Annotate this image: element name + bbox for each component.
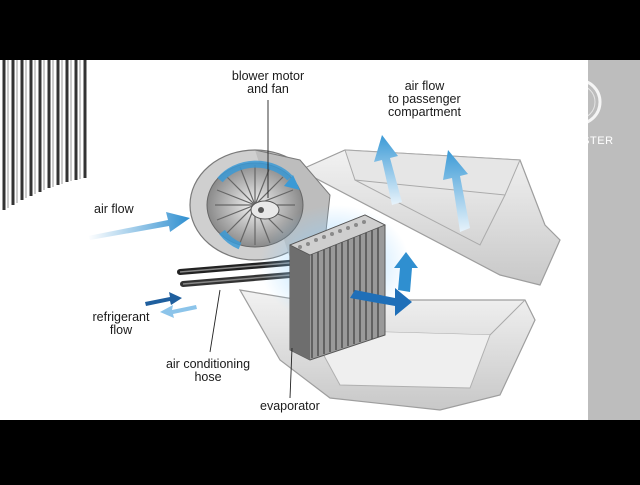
evaporator-core	[289, 214, 386, 361]
passenger-airflow-label-line2: to passenger	[388, 92, 461, 106]
refrigerant-label: refrigerant flow	[82, 311, 160, 337]
passenger-airflow-arrow-2	[443, 150, 470, 232]
refrigerant-label-line1: refrigerant	[92, 310, 150, 324]
radiator-grille	[0, 60, 90, 210]
letterbox-top	[0, 0, 640, 60]
hose-label: air conditioning hose	[152, 358, 264, 384]
watermark-text: KINEMASTER	[537, 135, 614, 147]
blower-label: blower motor and fan	[218, 70, 318, 96]
passenger-airflow-label-line3: compartment	[388, 105, 461, 119]
evaporator-airflow-arrow	[350, 288, 412, 316]
passenger-airflow-label: air flow to passenger compartment	[372, 80, 477, 119]
hose-label-line2: hose	[194, 370, 222, 384]
evaporator-label: evaporator	[260, 399, 320, 413]
passenger-airflow-arrow-1	[374, 135, 402, 205]
hose-label-line1: air conditioning	[165, 357, 251, 371]
refrigerant-arrow-in	[145, 292, 182, 306]
letterbox-bottom	[0, 420, 640, 480]
leader-lines	[209, 100, 293, 399]
refrigerant-label-line2: flow	[109, 323, 133, 337]
incoming-airflow-arrow	[88, 212, 190, 240]
blower-label-line2: and fan	[247, 82, 289, 96]
side-strip	[588, 60, 640, 420]
refrigerant-arrow-out	[160, 305, 197, 318]
passenger-airflow-label-line1: air flow	[404, 79, 445, 93]
watermark-logo-letter: K	[573, 92, 587, 112]
evaporator-up-arrow	[394, 252, 418, 292]
kinemaster-logo-icon	[554, 78, 602, 126]
blower-label-line1: blower motor	[231, 69, 305, 83]
incoming-airflow-label: air flow	[94, 202, 134, 216]
